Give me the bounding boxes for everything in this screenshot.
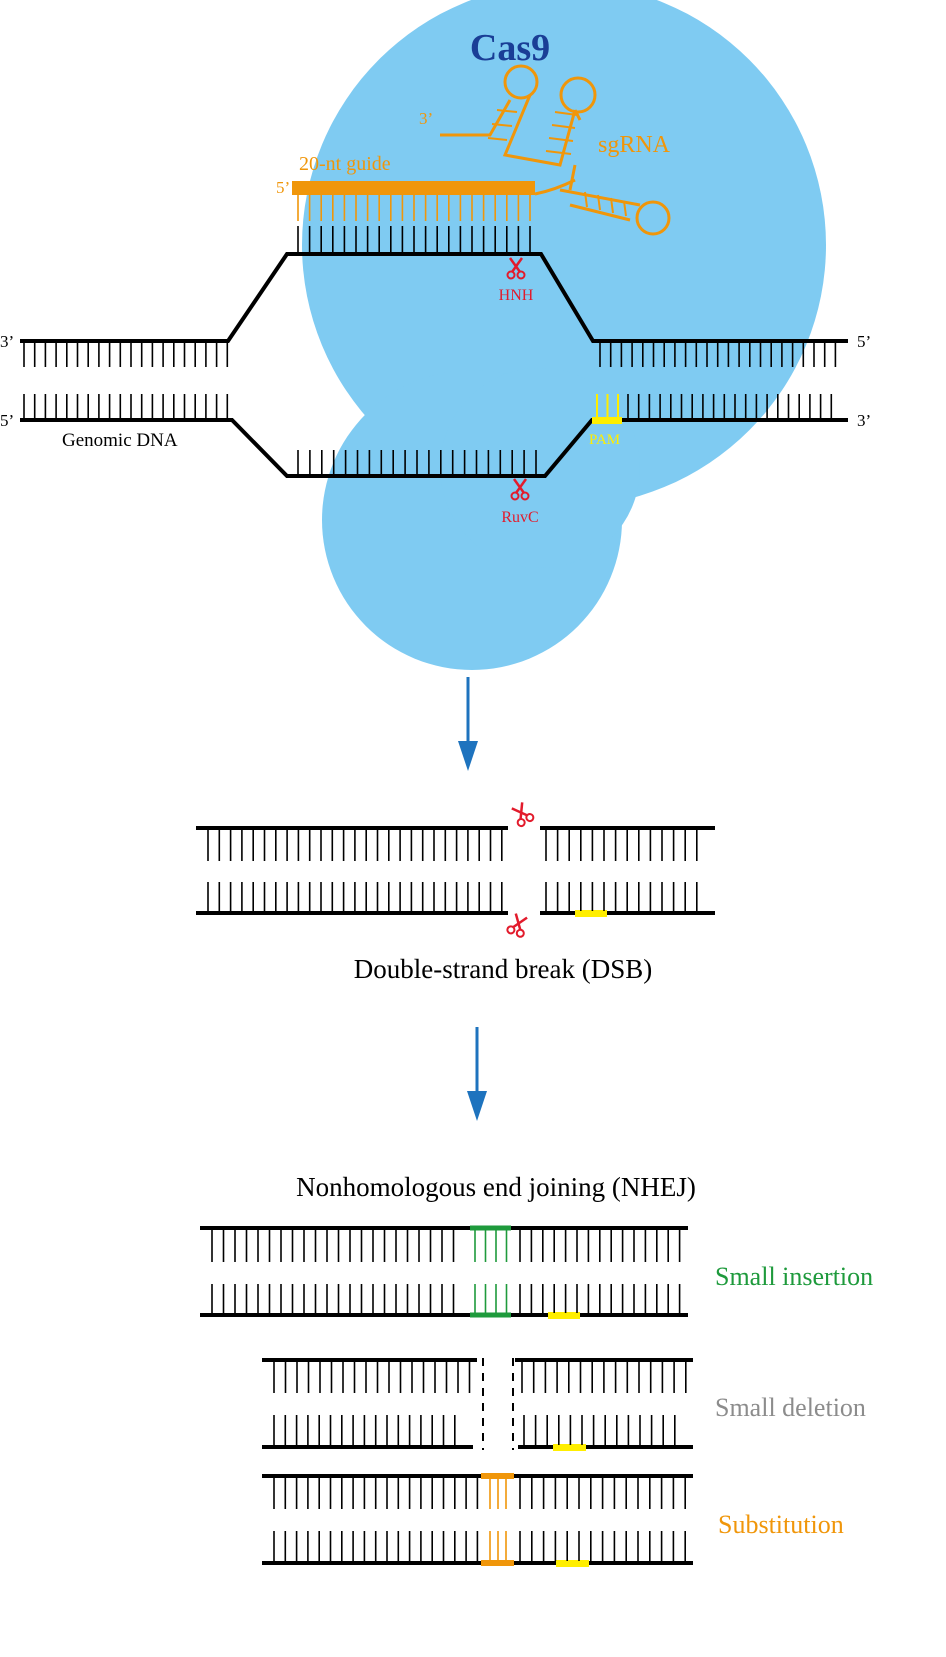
substitution-dna-bases [273, 1478, 687, 1561]
guide-scaffold-link [534, 178, 576, 196]
sgrna-base-pairs [487, 109, 627, 217]
ruvc-label: RuvC [501, 509, 538, 526]
target-strand-bases [297, 226, 531, 252]
substitution-dna [262, 1473, 693, 1567]
sgrna-label: sgRNA [598, 132, 671, 158]
dna-target-strand [20, 252, 848, 343]
insertion-label: Small insertion [715, 1262, 873, 1291]
guide-5prime-label: 5’ [276, 178, 290, 197]
insertion-dna-bases [211, 1230, 681, 1313]
guide-label: 20-nt guide [299, 153, 391, 175]
cas9-label: Cas9 [470, 27, 550, 69]
genomic-dna-bases [23, 343, 837, 474]
dsb-top-scissors-icon [508, 799, 536, 829]
down-arrow-icon [467, 1027, 487, 1121]
dsb-dna-bases [207, 830, 698, 911]
pam-label: PAM [589, 432, 620, 448]
cas9-protein [302, 0, 826, 670]
down-arrow-icon [458, 677, 478, 771]
dsb-pam-bar [575, 910, 607, 917]
sgrna-scaffold [440, 64, 671, 236]
nhej-title: Nonhomologous end joining (NHEJ) [296, 1172, 696, 1202]
guide-rna-bar [292, 181, 535, 195]
pam-bar [592, 417, 622, 424]
substitution-label: Substitution [718, 1510, 844, 1539]
dsb-bottom-scissors-icon [505, 911, 531, 940]
right-bottom-end-label: 3’ [857, 411, 871, 430]
deletion-dna [262, 1358, 693, 1451]
pam-bases [596, 394, 619, 418]
guide-rna-bases [297, 195, 531, 221]
insertion-pam-bar [548, 1312, 580, 1319]
dsb-dna [196, 826, 715, 917]
deletion-label: Small deletion [715, 1393, 866, 1422]
dna-nontarget-strand [20, 418, 848, 478]
sgrna-3prime-label: 3’ [419, 109, 433, 128]
deletion-dna-bases [273, 1362, 687, 1445]
genomic-dna-label: Genomic DNA [62, 430, 178, 451]
left-top-end-label: 3’ [0, 332, 14, 351]
insertion-dna [200, 1225, 688, 1319]
hnh-label: HNH [499, 287, 534, 304]
left-bottom-end-label: 5’ [0, 411, 14, 430]
right-top-end-label: 5’ [857, 332, 871, 351]
dsb-label: Double-strand break (DSB) [354, 954, 652, 984]
substitution-pam-bar [556, 1560, 589, 1567]
deletion-pam-bar [553, 1444, 586, 1451]
